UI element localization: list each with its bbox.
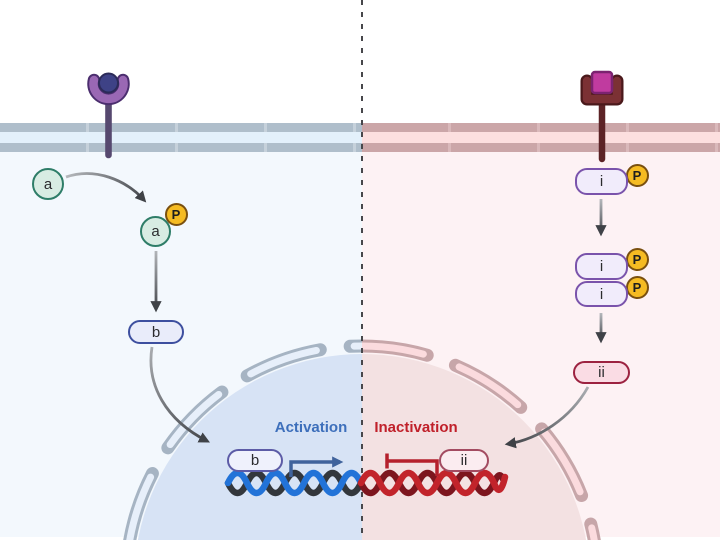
left-receptor-cup bbox=[89, 75, 128, 104]
arrow-a-to-aphos bbox=[65, 172, 147, 203]
molecule-a: a bbox=[32, 168, 64, 200]
inactivation-inhibition-icon bbox=[385, 453, 439, 476]
cell-membrane-right bbox=[362, 123, 720, 152]
nucleoplasm-right bbox=[362, 354, 587, 540]
membrane-outer-leaflet bbox=[0, 123, 362, 132]
dimer-molecule-i-bottom: i bbox=[575, 281, 628, 307]
inactivation-label: Inactivation bbox=[374, 419, 458, 436]
molecule-b-label: b bbox=[250, 452, 260, 469]
molecule-ii-label: ii bbox=[460, 452, 468, 469]
molecule-i-phosphorylated: i bbox=[575, 168, 628, 195]
activation-label: Activation bbox=[274, 419, 348, 436]
phosphate-label: P bbox=[632, 167, 642, 183]
left-ligand-ball-icon bbox=[98, 72, 119, 94]
arrow-ii-to-nucleus bbox=[504, 386, 590, 449]
phosphate-badge: P bbox=[625, 163, 649, 187]
molecule-i-label: i bbox=[599, 173, 604, 190]
activation-transcription-arrow-icon bbox=[289, 456, 344, 477]
nucleoplasm-left bbox=[137, 354, 362, 540]
dna-helix bbox=[224, 469, 509, 497]
arrow-b-to-nucleus bbox=[149, 346, 210, 443]
right-receptor-cup bbox=[582, 76, 622, 104]
molecule-b-label: b bbox=[151, 323, 161, 341]
left-receptor-icon bbox=[87, 72, 130, 159]
molecule-ii-label: ii bbox=[598, 364, 605, 381]
membrane-inner-leaflet bbox=[0, 143, 362, 152]
molecule-i-label: i bbox=[599, 258, 604, 275]
nucleus-right-half bbox=[362, 339, 601, 540]
phosphate-badge: P bbox=[164, 203, 188, 226]
cell-membrane-left bbox=[0, 123, 362, 152]
nucleus-left-half bbox=[123, 339, 362, 540]
molecule-a-label: a bbox=[43, 175, 53, 193]
membrane-outer-leaflet bbox=[362, 123, 720, 132]
right-ligand-square-icon bbox=[590, 70, 614, 95]
phosphate-badge: P bbox=[625, 275, 649, 299]
molecule-b: b bbox=[128, 320, 184, 344]
molecule-ii: ii bbox=[573, 361, 630, 384]
dna-strand-red bbox=[357, 469, 509, 497]
dimer-molecule-i-top: i bbox=[575, 253, 628, 280]
dna-strand-blue bbox=[224, 469, 365, 497]
phosphate-badge: P bbox=[625, 247, 649, 271]
right-receptor-icon bbox=[580, 70, 624, 163]
molecule-a-phosphorylated: a bbox=[140, 216, 171, 247]
membrane-core bbox=[0, 132, 362, 143]
molecule-a-label: a bbox=[151, 223, 160, 240]
phosphate-label: P bbox=[632, 251, 642, 267]
phosphate-label: P bbox=[632, 279, 642, 295]
molecule-i-label: i bbox=[599, 285, 604, 303]
phosphate-label: P bbox=[171, 207, 181, 222]
nucleus-molecule-ii: ii bbox=[439, 449, 489, 472]
membrane-core bbox=[362, 132, 720, 143]
membrane-inner-leaflet bbox=[362, 143, 720, 152]
nucleus-molecule-b: b bbox=[227, 449, 283, 472]
inhibition-line bbox=[387, 459, 439, 476]
